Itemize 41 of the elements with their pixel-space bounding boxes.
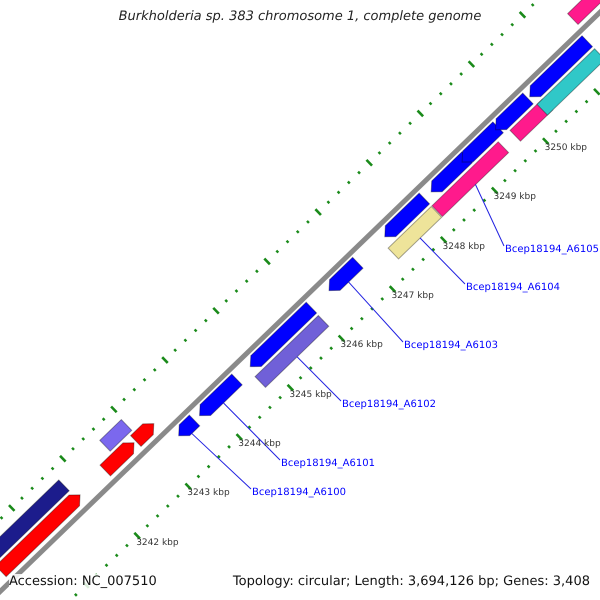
gene-feature xyxy=(0,479,70,561)
tick-label: 3247 kbp xyxy=(391,291,434,302)
gene-feature xyxy=(99,418,132,452)
tick-label: 3242 kbp xyxy=(136,538,179,548)
gene-label: Bcep18194_A6104 xyxy=(466,281,560,294)
tick-label: 3248 kbp xyxy=(442,242,485,252)
gene-label: Bcep18194_A6102 xyxy=(342,398,436,411)
tick-label: 3246 kbp xyxy=(340,340,383,350)
gene-feature xyxy=(384,192,430,238)
gene-feature xyxy=(199,373,243,416)
gene-feature xyxy=(99,442,135,477)
gene-feature xyxy=(495,92,534,130)
map-title: Burkholderia sp. 383 chromosome 1, complete genome xyxy=(118,9,482,24)
gene-feature xyxy=(566,0,600,26)
leader-line xyxy=(474,184,504,246)
leader-line xyxy=(191,433,252,490)
gene-feature xyxy=(328,256,364,292)
leader-line xyxy=(420,238,466,284)
gene-feature xyxy=(462,121,504,163)
gene-feature xyxy=(130,423,154,448)
tick-label: 3243 kbp xyxy=(187,488,230,498)
leader-line xyxy=(296,356,342,402)
accession-note: Accession: NC_007510 xyxy=(9,574,157,589)
tick-label: 3249 kbp xyxy=(494,192,536,202)
leader-line xyxy=(223,402,280,460)
gene-feature xyxy=(536,48,600,116)
gene-label: Bcep18194_A6105 xyxy=(505,243,599,256)
gene-feature xyxy=(529,35,594,98)
gene-label: Bcep18194_A6100 xyxy=(252,486,346,499)
tick-label: 3250 kbp xyxy=(544,143,587,154)
gene-feature xyxy=(387,206,442,260)
tick-label: 3244 kbp xyxy=(238,439,281,450)
gene-feature xyxy=(178,414,200,436)
gene-feature xyxy=(250,301,318,368)
genome-summary: Topology: circular; Length: 3,694,126 bp; Genes: 3,408 xyxy=(232,574,590,589)
gene-label: Bcep18194_A6101 xyxy=(281,457,375,470)
tick-label: 3245 kbp xyxy=(289,390,332,400)
leader-line xyxy=(348,282,404,342)
gene-label: Bcep18194_A6103 xyxy=(404,339,498,352)
gene-feature xyxy=(254,314,330,388)
gene-feature xyxy=(430,151,474,192)
